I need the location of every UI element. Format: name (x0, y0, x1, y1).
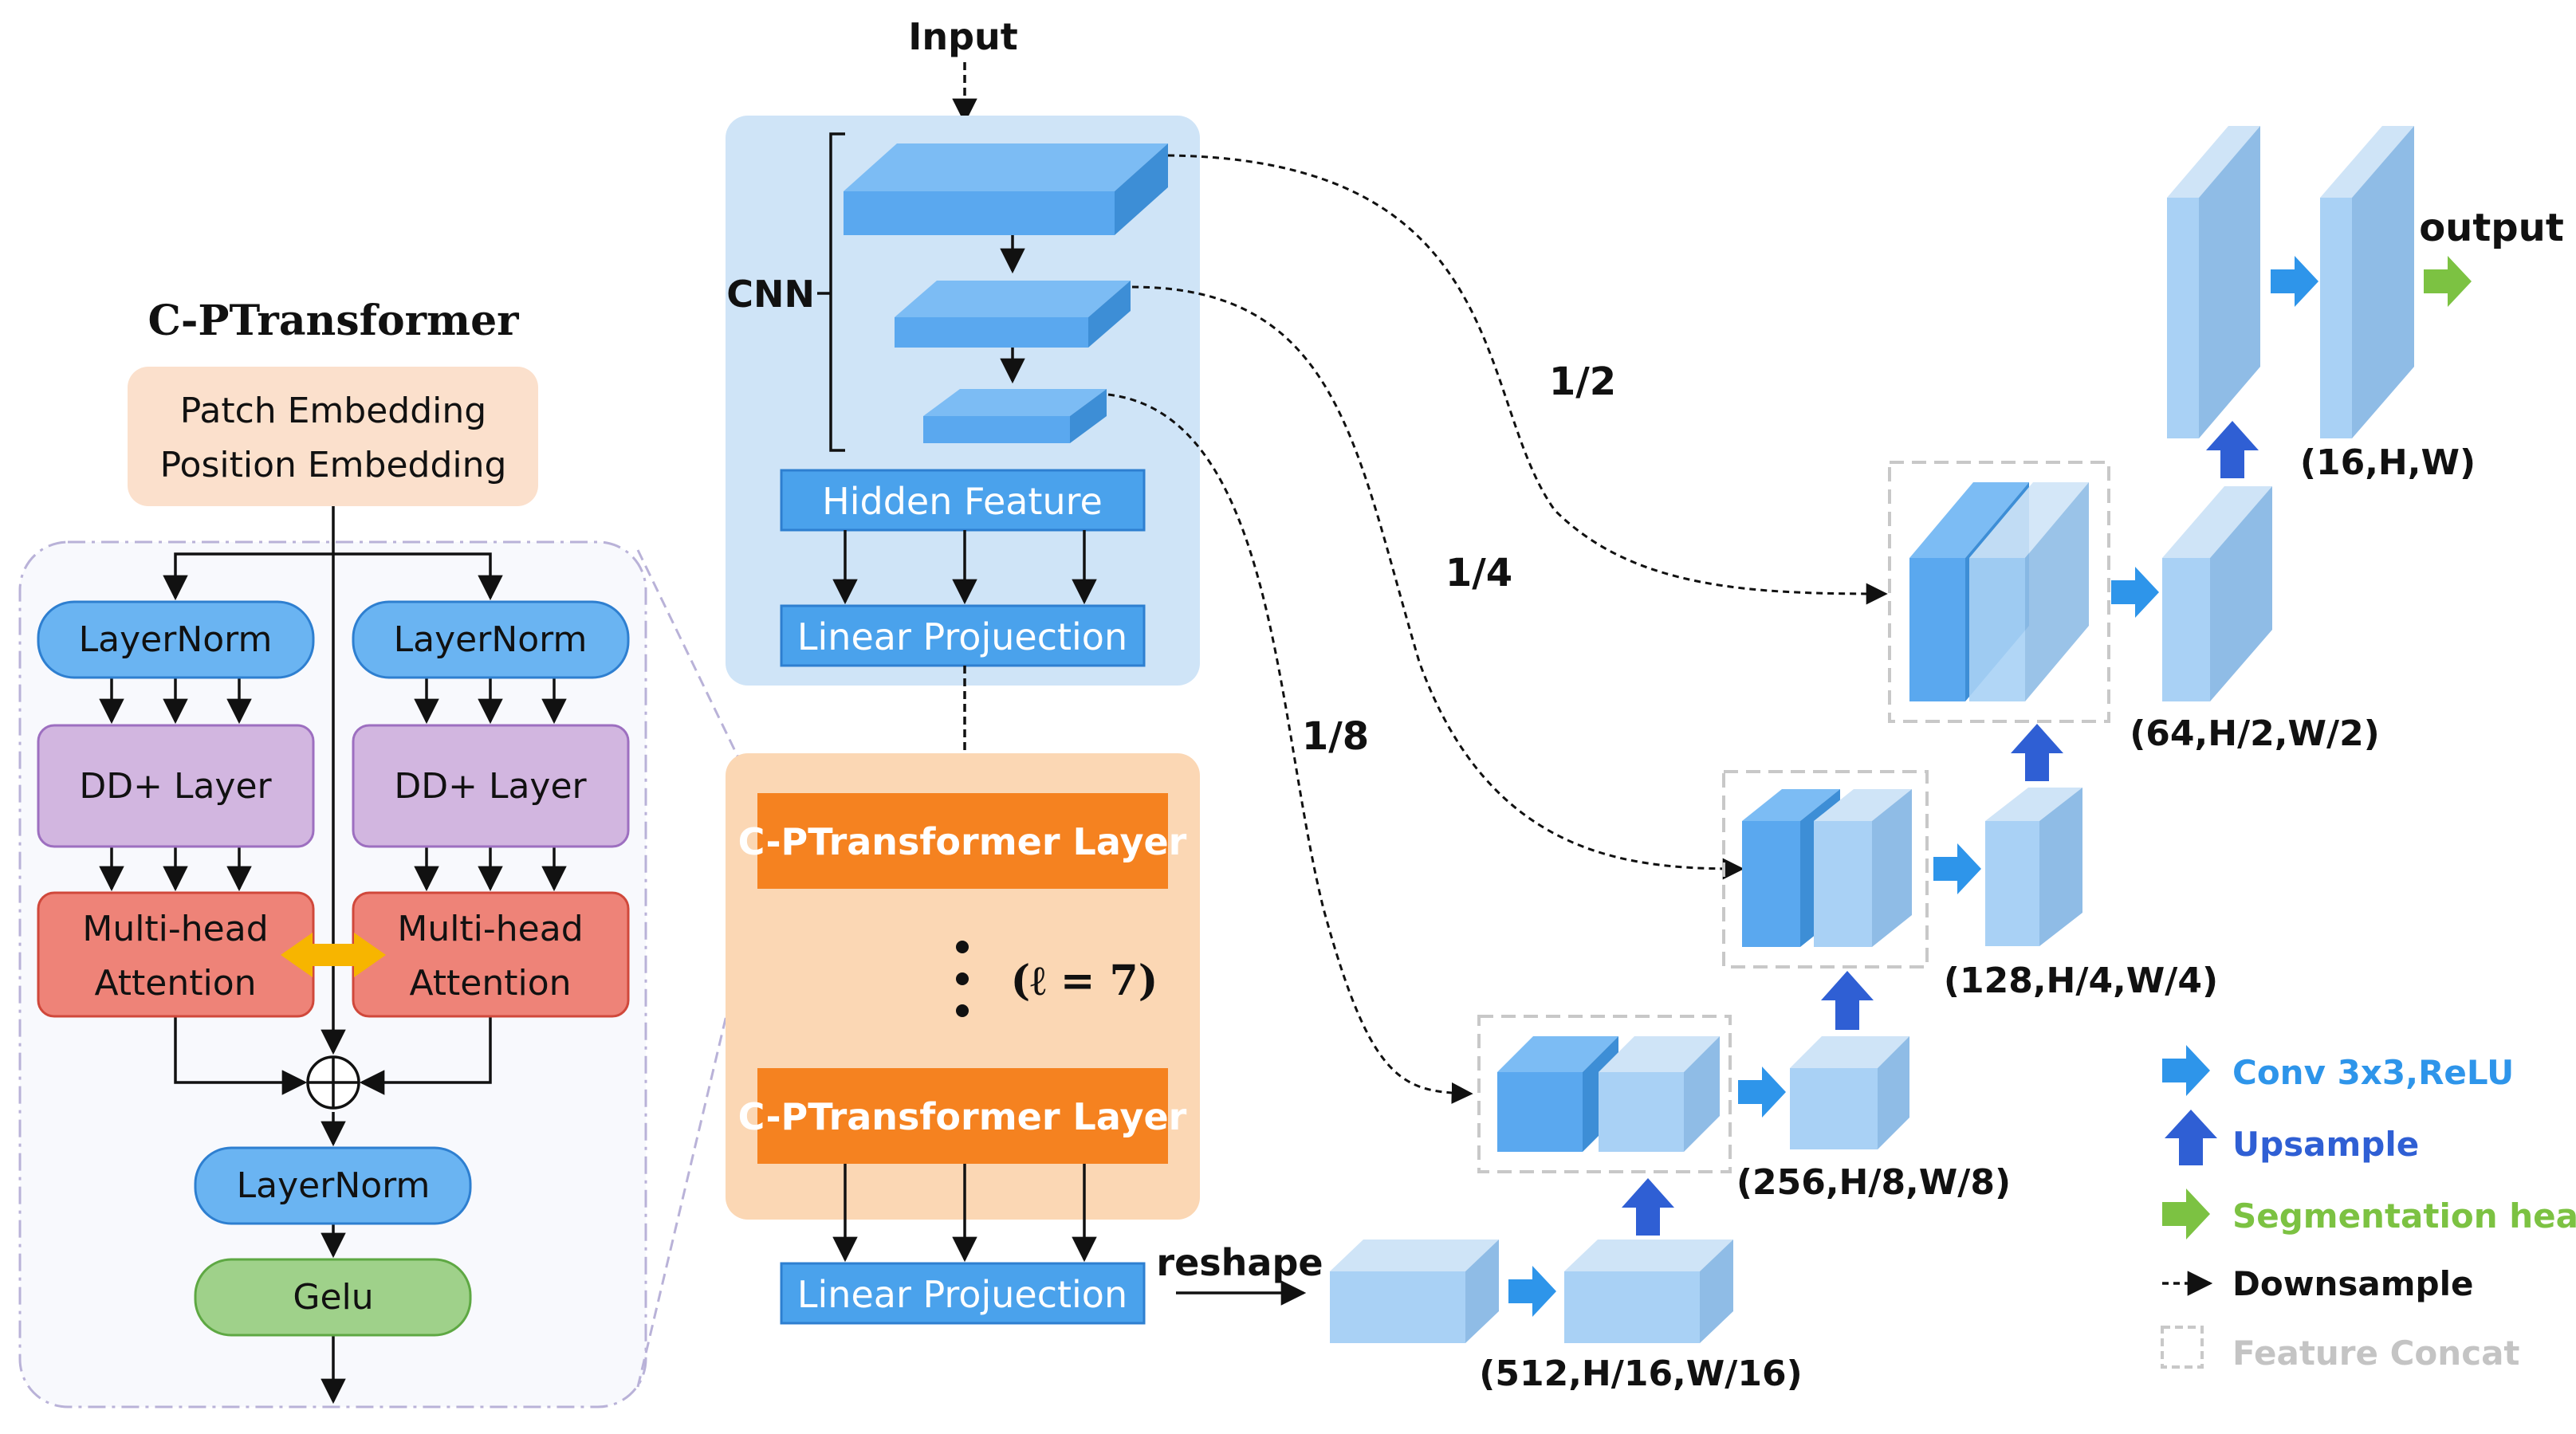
linear-projection-bottom-label: Linear Projuection (797, 1273, 1127, 1316)
dim-256-label: (256,H/8,W/8) (1736, 1162, 2011, 1203)
legend-downsample-label: Downsample (2232, 1264, 2473, 1303)
ellipsis-dots-icon (956, 941, 969, 1017)
transformer-layer-top-box (757, 793, 1168, 889)
upsample-arrow-512 (1622, 1178, 1674, 1236)
concat-box-256 (1477, 1015, 1732, 1173)
legend-conv-label: Conv 3x3,ReLU (2232, 1053, 2514, 1092)
legend-concat-label: Feature Concat (2232, 1334, 2520, 1373)
seg-head-arrow (2424, 256, 2472, 307)
legend: Conv 3x3,ReLU Upsample Segmentation head… (2161, 1045, 2576, 1373)
conv-arrow-256 (1738, 1067, 1786, 1118)
transformer-layer-bottom-box (757, 1068, 1168, 1164)
dim-128-label: (128,H/4,W/4) (1944, 961, 2218, 1001)
feature-block-512a (1330, 1240, 1499, 1343)
dd-layer-left-label: DD+ Layer (79, 766, 272, 807)
layernorm-right-box (352, 600, 630, 679)
concat-box-128 (1722, 770, 1929, 968)
hidden-feature-box (780, 469, 1146, 532)
reshape-label: reshape (1156, 1241, 1323, 1284)
layernorm-left-box (37, 600, 315, 679)
transformer-layer-bottom-label: C-PTransformer Layer (738, 1095, 1187, 1138)
legend-seg-icon (2162, 1188, 2210, 1240)
feature-block-16a (2167, 126, 2260, 438)
skip-connection-eighth (1107, 393, 1473, 1104)
conv-arrow-64 (2111, 567, 2159, 618)
concat-box-64 (1888, 461, 2110, 723)
cnn-bracket (817, 132, 845, 452)
transformer-layer-top-label: C-PTransformer Layer (738, 820, 1187, 863)
legend-conv-icon (2162, 1045, 2210, 1096)
concat-block-128-up (1814, 789, 1912, 947)
dd-layer-left-box (37, 724, 315, 848)
hidden-to-projection-arrows (832, 530, 1097, 605)
legend-upsample-icon (2165, 1110, 2217, 1165)
cnn-feature-map-1 (844, 143, 1168, 235)
cross-attention-double-arrow (281, 933, 386, 977)
legend-concat-icon (2161, 1326, 2204, 1369)
upsample-arrow-256 (1821, 971, 1874, 1030)
layernorm-left-label: LayerNorm (79, 619, 273, 660)
linear-projection-top-box (780, 604, 1146, 667)
transformer-to-projection-arrows (832, 1164, 1097, 1263)
conv-arrow-16 (2271, 256, 2318, 307)
cnn-feature-map-3 (923, 389, 1107, 443)
feature-block-128 (1985, 788, 2082, 946)
mha-left-line1: Multi-head (82, 909, 268, 949)
dim-512-label: (512,H/16,W/16) (1479, 1353, 1802, 1394)
feature-block-16b (2320, 126, 2414, 438)
legend-seg-label: Segmentation head (2232, 1196, 2576, 1236)
feature-block-64 (2162, 486, 2272, 701)
legend-upsample-label: Upsample (2232, 1125, 2419, 1164)
dim-64-label: (64,H/2,W/2) (2130, 713, 2380, 754)
dim-16-label: (16,H,W) (2300, 442, 2476, 483)
dd-layer-right-box (352, 724, 630, 848)
patch-embedding-label: Patch Embedding (180, 391, 486, 431)
gelu-box (194, 1258, 472, 1337)
cpt-title: C-PTransformer (147, 297, 519, 345)
feature-block-512b (1564, 1240, 1733, 1343)
position-embedding-label: Position Embedding (160, 445, 507, 485)
mha-right-line2: Attention (409, 963, 571, 1004)
conv-arrow-128 (1933, 843, 1981, 894)
linear-projection-top-label: Linear Projuection (797, 615, 1127, 658)
skip-connection-half (1167, 154, 1888, 605)
scale-quarter-label: 1/4 (1445, 551, 1512, 595)
gelu-label: Gelu (293, 1277, 373, 1318)
cnn-feature-map-2 (895, 281, 1131, 348)
upsample-arrow-128 (2011, 724, 2063, 781)
linear-projection-bottom-box (780, 1262, 1146, 1325)
cnn-label: CNN (726, 273, 815, 316)
output-label: output (2419, 206, 2564, 250)
concat-block-256-up (1599, 1036, 1720, 1152)
layernorm-right-label: LayerNorm (394, 619, 588, 660)
feature-block-256 (1790, 1036, 1909, 1149)
layernorm-bottom-label: LayerNorm (237, 1165, 431, 1206)
embedding-box (128, 367, 538, 506)
dd-layer-right-label: DD+ Layer (394, 766, 587, 807)
scale-half-label: 1/2 (1549, 359, 1616, 404)
hidden-feature-label: Hidden Feature (822, 480, 1103, 523)
conv-arrow-512 (1508, 1266, 1556, 1317)
layernorm-bottom-box (194, 1146, 472, 1225)
layer-count-label: (ℓ = 7) (1011, 957, 1158, 1005)
mha-right-line1: Multi-head (397, 909, 583, 949)
mha-left-line2: Attention (94, 963, 256, 1004)
input-label: Input (908, 15, 1018, 58)
scale-eighth-label: 1/8 (1302, 714, 1369, 759)
upsample-arrow-64 (2206, 421, 2259, 478)
skip-connection-quarter (1131, 285, 1744, 880)
sum-node-icon (306, 1055, 360, 1110)
skip-connections (1107, 154, 1888, 1104)
concat-block-64-up (1969, 482, 2089, 701)
